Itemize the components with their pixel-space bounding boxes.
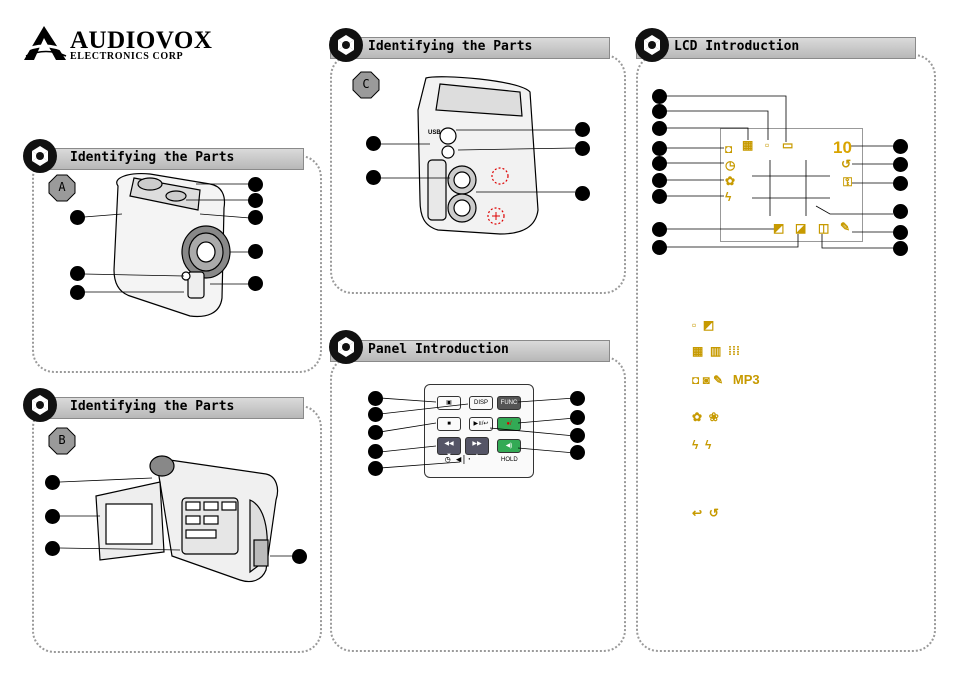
marker-lcd-6 (652, 173, 667, 188)
marker-lcd-13 (893, 204, 908, 219)
marker-panel-1 (368, 391, 383, 406)
marker-lcd-4 (652, 141, 667, 156)
volume-button: ◀) (497, 439, 521, 453)
header-panel-intro-title: Panel Introduction (368, 342, 509, 357)
aperture-icon (22, 387, 58, 423)
marker-c-1 (366, 136, 381, 151)
lcd-screen-illustration (720, 128, 863, 242)
marker-lcd-15 (893, 241, 908, 256)
aperture-icon (328, 27, 364, 63)
marker-c-5 (575, 186, 590, 201)
marker-lcd-5 (652, 156, 667, 171)
marker-b-3 (45, 541, 60, 556)
lock-icon: ⚿ (843, 175, 853, 189)
marker-a-8 (248, 276, 263, 291)
camera-mode-icon: ◘ (725, 142, 733, 156)
edit-icon: ✎ (840, 220, 851, 234)
stop-button: ■ (437, 417, 461, 431)
legend-resolution-icons: ▦ ▥ ⁞⁞⁞ (692, 344, 740, 358)
header-parts-c: Identifying the Parts (330, 37, 610, 59)
play-pause-button: ▶॥/↩ (469, 417, 493, 431)
repeat-icon: ↺ (841, 157, 852, 171)
badge-a: A (48, 174, 76, 202)
badge-c: C (352, 71, 380, 99)
marker-lcd-10 (893, 139, 908, 154)
flash-icon: ϟ (725, 190, 732, 204)
marker-lcd-11 (893, 157, 908, 172)
forward-up-button: ▶▶▲ (465, 437, 489, 459)
brand-name: AUDIOVOX (70, 27, 213, 54)
header-parts-b: Identifying the Parts (32, 397, 304, 419)
marker-a-2 (70, 266, 85, 281)
legend-focus-icons: ✿ ❀ (692, 410, 719, 424)
disp-button: DISP (469, 396, 493, 410)
marker-lcd-12 (893, 176, 908, 191)
lcd-shot-count: 10 (833, 138, 852, 157)
marker-a-4 (248, 177, 263, 192)
menu-button: ▣ (437, 396, 461, 410)
marker-lcd-14 (893, 225, 908, 240)
battery-icon: ▭ (782, 138, 794, 152)
header-parts-a-title: Identifying the Parts (70, 150, 235, 165)
marker-panel-8 (570, 428, 585, 443)
marker-panel-6 (570, 391, 585, 406)
legend-storage-icons: ▫ ◩ (692, 318, 715, 332)
marker-a-6 (248, 210, 263, 225)
marker-lcd-1 (652, 89, 667, 104)
marker-panel-3 (368, 425, 383, 440)
rewind-down-button: ◀◀▼ (437, 437, 461, 459)
record-button: ●/ (497, 417, 521, 431)
video-mode-icon: ◘ ◙ ✎ (692, 373, 724, 387)
marker-lcd-8 (652, 222, 667, 237)
marker-b-2 (45, 509, 60, 524)
marker-c-2 (366, 170, 381, 185)
marker-b-4 (292, 549, 307, 564)
hold-label: HOLD (501, 457, 518, 463)
header-lcd-intro-title: LCD Introduction (674, 39, 800, 54)
marker-lcd-2 (652, 104, 667, 119)
header-parts-c-title: Identifying the Parts (368, 39, 533, 54)
marker-lcd-7 (652, 189, 667, 204)
marker-c-3 (575, 122, 590, 137)
marker-b-1 (45, 475, 60, 490)
badge-b: B (48, 427, 76, 455)
voice-icon: ◪ (795, 221, 807, 235)
white-balance-icon: ◫ (818, 221, 830, 235)
macro-icon: ✿ (725, 174, 736, 188)
marker-a-1 (70, 210, 85, 225)
marker-panel-7 (570, 410, 585, 425)
legend-repeat-icons: ↩ ↺ (692, 506, 719, 520)
brand-subtitle: ELECTRONICS CORP (70, 51, 184, 62)
timer-icon: ◷ ◀|· (445, 455, 473, 465)
aperture-icon (22, 138, 58, 174)
legend-flash-icons: ϟ ϟ (692, 438, 712, 452)
mp3-label: MP3 (732, 372, 760, 387)
aperture-icon (634, 27, 670, 63)
marker-panel-5 (368, 461, 383, 476)
marker-panel-4 (368, 444, 383, 459)
scene-icon: ◩ (773, 221, 785, 235)
legend-mode-icons: ◘ ◙ ✎ MP3 (692, 369, 760, 388)
marker-panel-9 (570, 445, 585, 460)
marker-lcd-9 (652, 240, 667, 255)
usb-label: USB (428, 130, 441, 136)
marker-panel-2 (368, 407, 383, 422)
resolution-icon: ▦ (742, 138, 754, 152)
header-parts-a: Identifying the Parts (32, 148, 304, 170)
header-lcd-intro: LCD Introduction (636, 37, 916, 59)
aperture-icon (328, 329, 364, 365)
func-button: FUNC (497, 396, 521, 410)
memory-card-icon: ▫ (765, 138, 770, 152)
marker-a-5 (248, 193, 263, 208)
marker-c-4 (575, 141, 590, 156)
marker-a-3 (70, 285, 85, 300)
marker-a-7 (248, 244, 263, 259)
timer-icon: ◷ (725, 158, 736, 172)
control-panel-illustration: ▣ DISP FUNC ■ ▶॥/↩ ●/ ◀◀▼ ▶▶▲ ◀) HOLD ◷ … (424, 384, 534, 478)
header-parts-b-title: Identifying the Parts (70, 399, 235, 414)
header-panel-intro: Panel Introduction (330, 340, 610, 362)
marker-lcd-3 (652, 121, 667, 136)
